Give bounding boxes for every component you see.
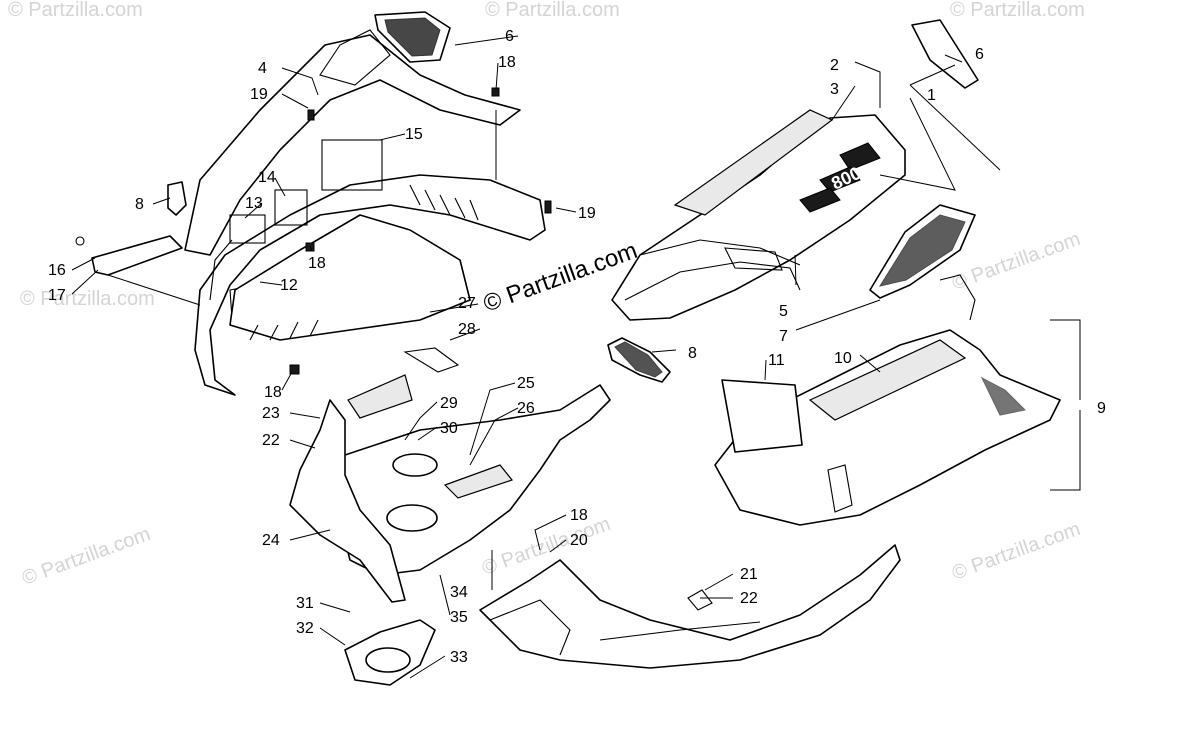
callout-22-left: 22 — [262, 432, 280, 449]
callout-9: 9 — [1097, 400, 1106, 417]
callout-18-lower: 18 — [570, 507, 588, 524]
callout-19-right: 19 — [578, 205, 596, 222]
watermark-mid-right: © Partzilla.com — [949, 228, 1083, 295]
bracket-16-17 — [75, 235, 183, 276]
callout-17: 17 — [48, 287, 66, 304]
callout-7: 7 — [779, 328, 788, 345]
callout-22-right: 22 — [740, 590, 758, 607]
callout-6-left: 6 — [505, 28, 514, 45]
decal-13 — [229, 214, 266, 244]
callout-31: 31 — [296, 595, 314, 612]
vent-grille-6-left — [374, 11, 451, 63]
callout-8-right: 8 — [688, 345, 697, 362]
callout-2: 2 — [830, 57, 839, 74]
vent-grille-6-right — [911, 19, 979, 89]
callout-21: 21 — [740, 566, 758, 583]
vent-louvers — [249, 184, 479, 341]
callout-10: 10 — [834, 350, 852, 367]
leader-lines — [71, 35, 1081, 679]
vent-grille-7 — [869, 204, 976, 299]
vent-8-left — [167, 181, 187, 216]
vent-8-right — [607, 337, 671, 383]
hood-assembly-left — [184, 29, 546, 396]
callout-6-right: 6 — [975, 46, 984, 63]
front-bumper — [479, 544, 901, 669]
callout-5: 5 — [779, 303, 788, 320]
nose-pan-assembly — [289, 347, 611, 686]
callout-18-bottom: 18 — [264, 384, 282, 401]
callout-16: 16 — [48, 262, 66, 279]
watermark-mid-left: © Partzilla.com — [20, 288, 155, 310]
watermark-top-right: © Partzilla.com — [950, 0, 1085, 21]
decal-14 — [274, 189, 308, 226]
callout-3: 3 — [830, 81, 839, 98]
callout-19-top: 19 — [250, 86, 268, 103]
callout-14: 14 — [258, 169, 276, 186]
callout-1: 1 — [927, 87, 936, 104]
callout-12: 12 — [280, 277, 298, 294]
callout-23: 23 — [262, 405, 280, 422]
callout-34: 34 — [450, 584, 468, 601]
callout-35: 35 — [450, 609, 468, 626]
callout-24: 24 — [262, 532, 280, 549]
callout-8-left: 8 — [135, 196, 144, 213]
callout-27: 27 — [458, 295, 476, 312]
decal-15 — [321, 139, 383, 191]
callout-26: 26 — [517, 400, 535, 417]
callout-33: 33 — [450, 649, 468, 666]
callout-4: 4 — [258, 60, 267, 77]
callouts: 4 6 18 19 15 14 13 8 19 18 12 16 17 18 2… — [48, 28, 1106, 666]
hood-assembly-right: 800 — [611, 109, 906, 321]
side-panel-9 — [714, 274, 1061, 526]
watermark-top-center: © Partzilla.com — [485, 0, 620, 21]
callout-28: 28 — [458, 321, 476, 338]
callout-13: 13 — [245, 195, 263, 212]
watermark-bottom-right: © Partzilla.com — [949, 518, 1083, 585]
callout-18-top: 18 — [498, 54, 516, 71]
watermark-bottom-left: © Partzilla.com — [19, 523, 153, 590]
callout-18-mid: 18 — [308, 255, 326, 272]
callout-20: 20 — [570, 532, 588, 549]
callout-32: 32 — [296, 620, 314, 637]
callout-11: 11 — [768, 352, 785, 369]
callout-30: 30 — [440, 420, 458, 437]
watermark-top-left: © Partzilla.com — [8, 0, 143, 21]
callout-29: 29 — [440, 395, 458, 412]
callout-15: 15 — [405, 126, 423, 143]
callout-25: 25 — [517, 375, 535, 392]
